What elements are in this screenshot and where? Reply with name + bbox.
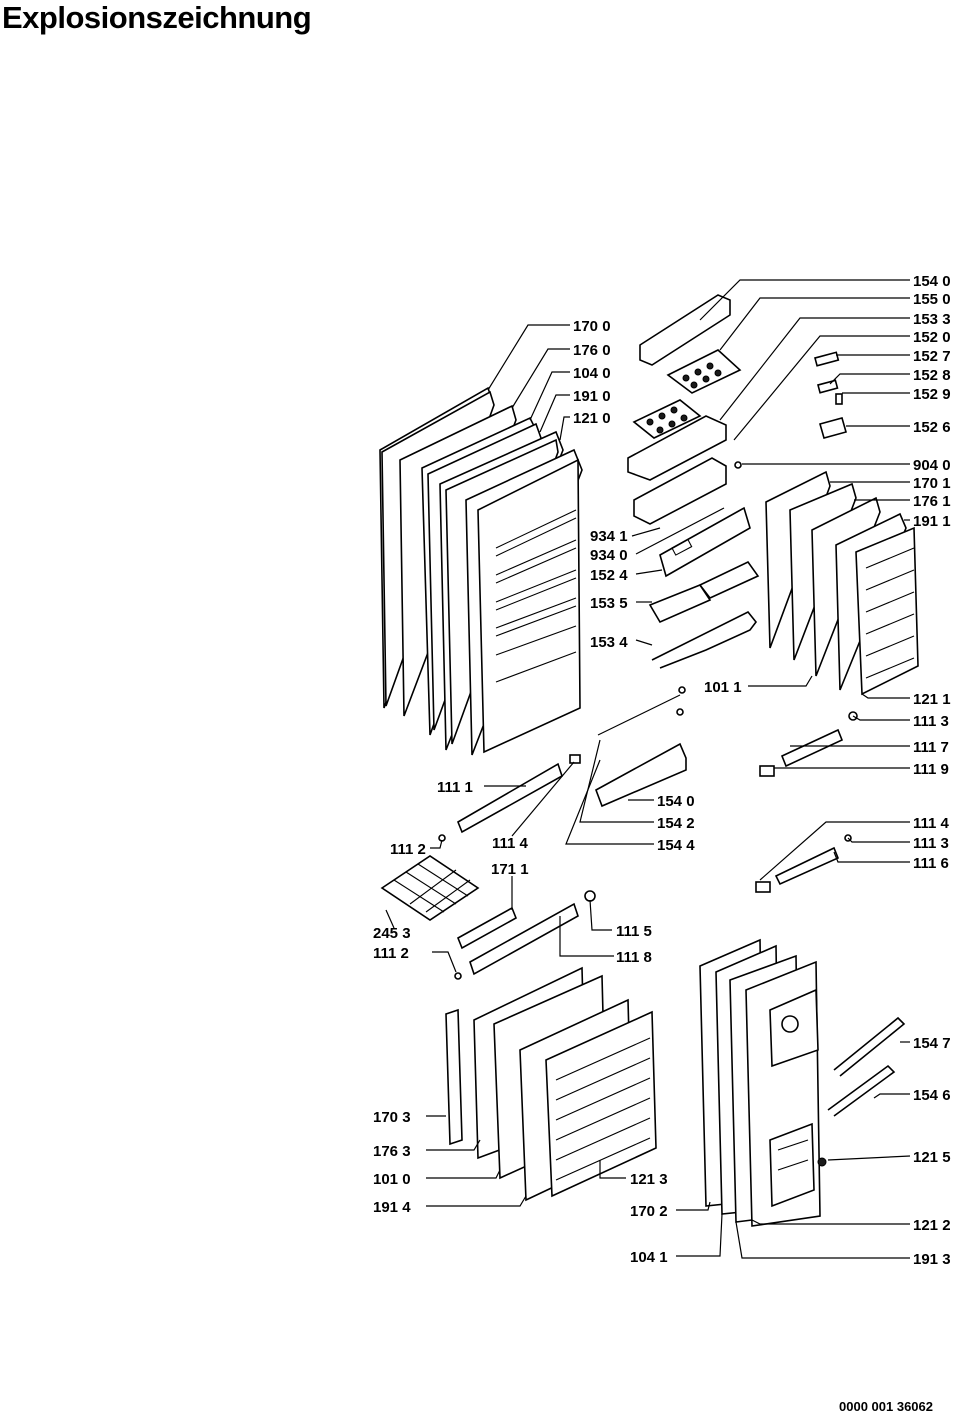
part-label: 154 0 bbox=[657, 793, 695, 810]
screw-111-2-lower bbox=[454, 972, 462, 980]
part-904-0 bbox=[734, 461, 742, 469]
part-label: 111 5 bbox=[616, 923, 652, 940]
part-label: 170 0 bbox=[573, 318, 611, 335]
part-label: 111 4 bbox=[492, 835, 529, 852]
part-label: 904 0 bbox=[913, 457, 951, 474]
part-label: 153 4 bbox=[590, 634, 628, 651]
rack-154-0-lower bbox=[595, 742, 687, 808]
lower-left-door-assembly bbox=[445, 966, 657, 1202]
part-label: 191 1 bbox=[913, 513, 951, 530]
trim-171-1 bbox=[456, 906, 518, 950]
hinge-111-7 bbox=[780, 728, 844, 768]
part-152-9 bbox=[835, 393, 843, 405]
part-label: 111 3 bbox=[913, 835, 949, 852]
part-label: 152 7 bbox=[913, 348, 951, 365]
part-label: 121 3 bbox=[630, 1171, 668, 1188]
middle-hardware bbox=[380, 686, 858, 980]
part-label: 170 2 bbox=[630, 1203, 668, 1220]
rod-154-4 bbox=[597, 694, 681, 736]
part-label: 152 0 bbox=[913, 329, 951, 346]
part-label: 191 0 bbox=[573, 388, 611, 405]
frame-170-3 bbox=[445, 1008, 463, 1146]
part-label: 111 2 bbox=[390, 841, 426, 858]
document-number: 0000 001 36062 bbox=[839, 1399, 933, 1414]
part-label: 934 1 bbox=[590, 528, 628, 545]
hinge-111-9 bbox=[759, 765, 775, 777]
rod-154-6 bbox=[827, 1064, 896, 1117]
part-label: 152 4 bbox=[590, 567, 628, 584]
hinge-pin-111-4-upper bbox=[569, 754, 581, 764]
part-label: 154 2 bbox=[657, 815, 695, 832]
upper-left-door-assembly bbox=[379, 386, 583, 756]
box-153-5-right bbox=[698, 560, 760, 599]
part-label: 111 2 bbox=[373, 945, 409, 962]
part-label: 154 6 bbox=[913, 1087, 951, 1104]
part-label: 152 6 bbox=[913, 419, 951, 436]
part-label: 154 7 bbox=[913, 1035, 951, 1052]
part-152-6 bbox=[819, 417, 847, 439]
part-label: 104 0 bbox=[573, 365, 611, 382]
part-label: 121 5 bbox=[913, 1149, 951, 1166]
part-label: 153 5 bbox=[590, 595, 628, 612]
part-label: 111 7 bbox=[913, 739, 949, 756]
part-label: 176 3 bbox=[373, 1143, 411, 1160]
part-label: 101 0 bbox=[373, 1171, 411, 1188]
part-label: 111 9 bbox=[913, 761, 949, 778]
part-label: 155 0 bbox=[913, 291, 951, 308]
rod-154-7 bbox=[833, 1016, 906, 1077]
part-label: 153 3 bbox=[913, 311, 951, 328]
egg-tray-155-0 bbox=[666, 349, 742, 394]
part-label: 170 1 bbox=[913, 475, 951, 492]
part-152-8 bbox=[817, 379, 839, 394]
hinge-111-6 bbox=[774, 846, 840, 886]
part-label: 111 6 bbox=[913, 855, 949, 872]
part-label: 111 3 bbox=[913, 713, 949, 730]
bracket-153-4 bbox=[651, 610, 758, 669]
box-153-5-left bbox=[648, 584, 712, 624]
panel-121-1 bbox=[855, 526, 919, 696]
leader-lines bbox=[385, 279, 911, 1259]
rack-152-0 bbox=[627, 415, 727, 481]
part-label: 245 3 bbox=[373, 925, 411, 942]
part-label: 121 0 bbox=[573, 410, 611, 427]
part-label: 170 3 bbox=[373, 1109, 411, 1126]
part-label: 111 8 bbox=[616, 949, 652, 966]
part-label: 934 0 bbox=[590, 547, 628, 564]
hinge-111-4-lower bbox=[755, 881, 771, 893]
part-label: 191 4 bbox=[373, 1199, 411, 1216]
hinge-111-1 bbox=[457, 762, 563, 834]
upper-right-door-assembly bbox=[765, 470, 919, 696]
page-title: Explosionszeichnung bbox=[2, 0, 312, 35]
hinge-111-8 bbox=[469, 902, 579, 976]
part-label: 176 0 bbox=[573, 342, 611, 359]
part-152-7 bbox=[814, 351, 840, 367]
part-label: 154 0 bbox=[913, 273, 951, 290]
part-label: 121 1 bbox=[913, 691, 951, 708]
part-label: 121 2 bbox=[913, 1217, 951, 1234]
part-label: 176 1 bbox=[913, 493, 951, 510]
rack-934 bbox=[633, 457, 727, 525]
part-label: 152 9 bbox=[913, 386, 951, 403]
part-number-labels: 154 0 155 0 153 3 152 0 152 7 152 8 152 … bbox=[373, 273, 951, 1268]
part-label: 111 1 bbox=[437, 779, 473, 796]
part-111-5 bbox=[584, 890, 596, 902]
part-label: 152 8 bbox=[913, 367, 951, 384]
part-label: 101 1 bbox=[704, 679, 742, 696]
part-label: 154 4 bbox=[657, 837, 695, 854]
panel-121-3 bbox=[545, 1010, 657, 1198]
part-label: 111 4 bbox=[913, 815, 950, 832]
part-label: 104 1 bbox=[630, 1249, 668, 1266]
control-panel-152-4 bbox=[659, 506, 751, 578]
lower-right-door-assembly bbox=[699, 938, 906, 1227]
egg-tray-153-3 bbox=[632, 399, 702, 439]
part-121-5 bbox=[817, 1157, 827, 1167]
part-label: 171 1 bbox=[491, 861, 529, 878]
part-label: 191 3 bbox=[913, 1251, 951, 1268]
